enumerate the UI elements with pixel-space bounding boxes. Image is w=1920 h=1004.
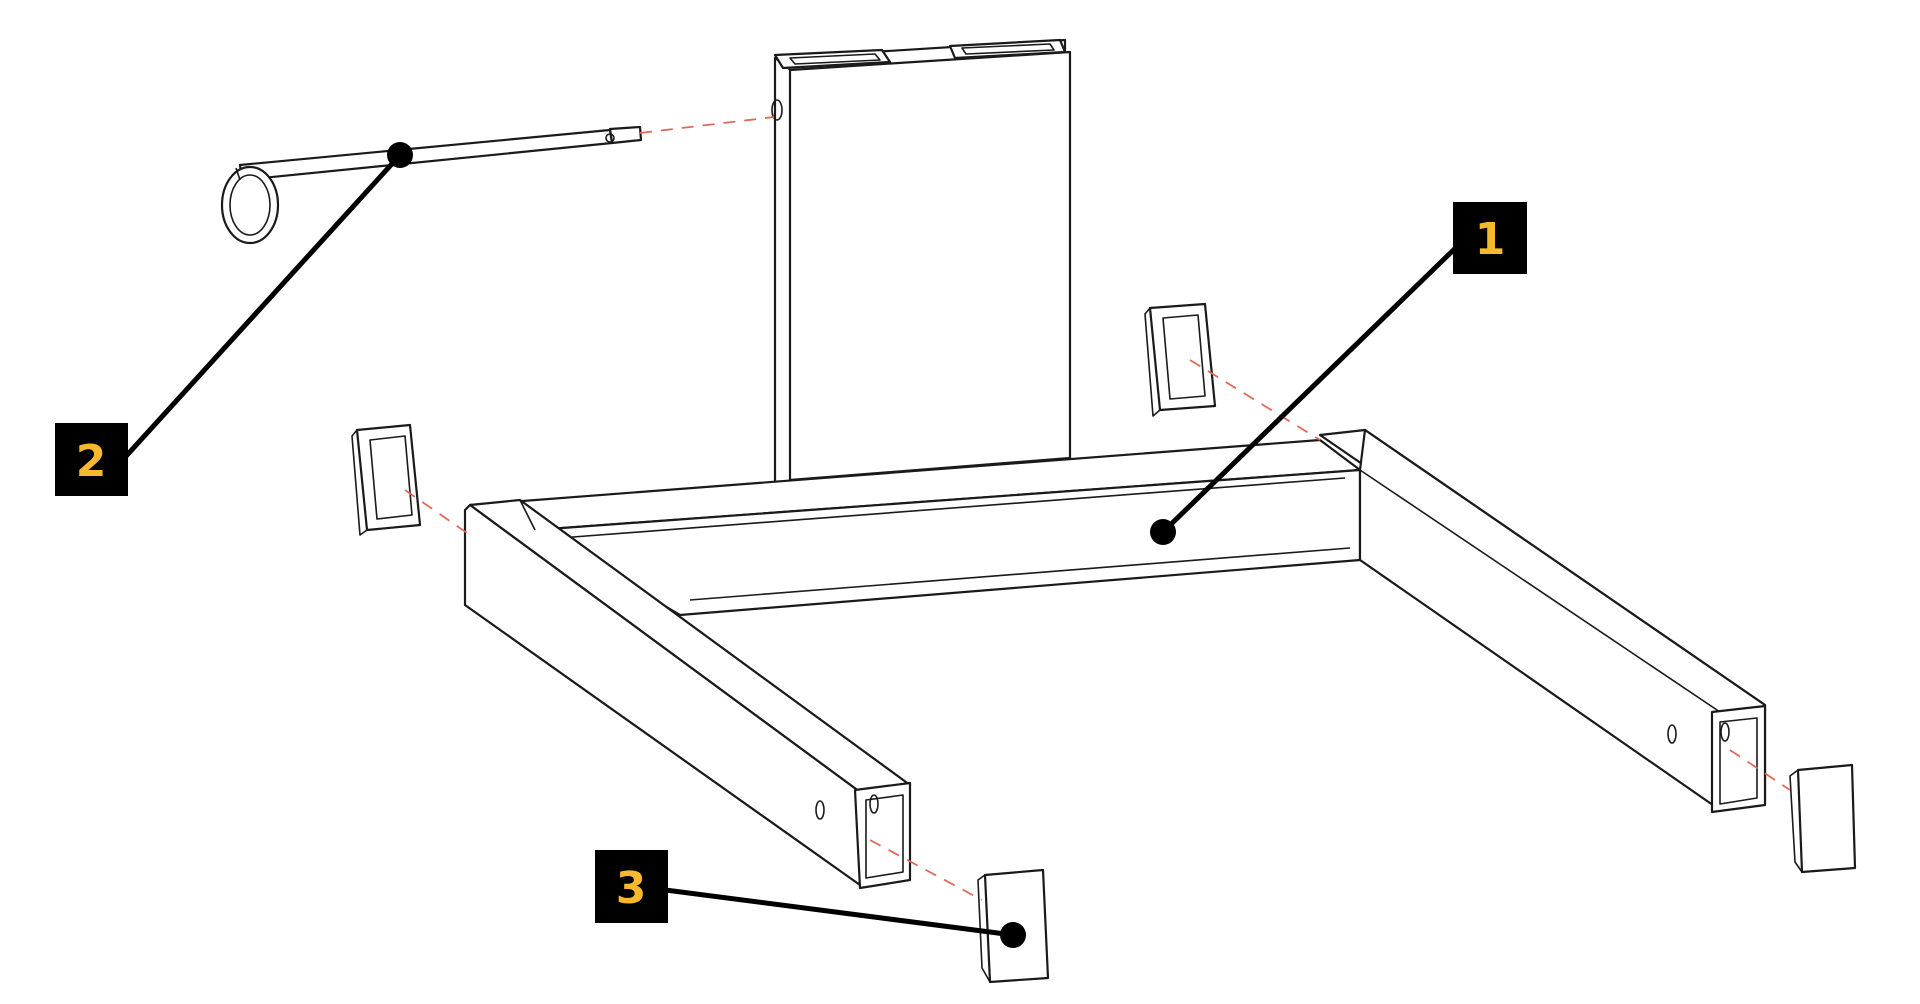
guide-line-pin	[639, 116, 775, 134]
callout-1-leader	[1161, 230, 1474, 534]
callout-3-leader	[649, 885, 1014, 938]
callout-1-label: 1	[1475, 214, 1506, 265]
end-cap-front-right	[1789, 763, 1857, 874]
callout-1-box	[1453, 202, 1527, 274]
locking-pin	[220, 125, 643, 245]
callout-3-label: 3	[616, 863, 647, 914]
end-cap-back-right	[1144, 302, 1217, 417]
base-frame	[463, 428, 1767, 890]
callout-2-leader	[116, 153, 402, 467]
guide-line-cap-2	[1189, 359, 1321, 441]
guide-line-cap-3	[869, 839, 983, 901]
callout-2-dot	[387, 142, 413, 168]
upright-column	[771, 38, 1072, 484]
callout-3-dot	[1000, 922, 1026, 948]
callout-2-label: 2	[76, 436, 107, 487]
callout-2-box	[55, 423, 128, 496]
guide-line-cap-1	[404, 489, 471, 536]
callout-1: 1	[1150, 202, 1527, 545]
callout-3-box	[595, 850, 668, 923]
callout-2: 2	[55, 142, 413, 496]
callout-1-dot	[1150, 519, 1176, 545]
end-cap-back-left	[351, 423, 422, 536]
callout-3: 3	[595, 850, 1026, 948]
